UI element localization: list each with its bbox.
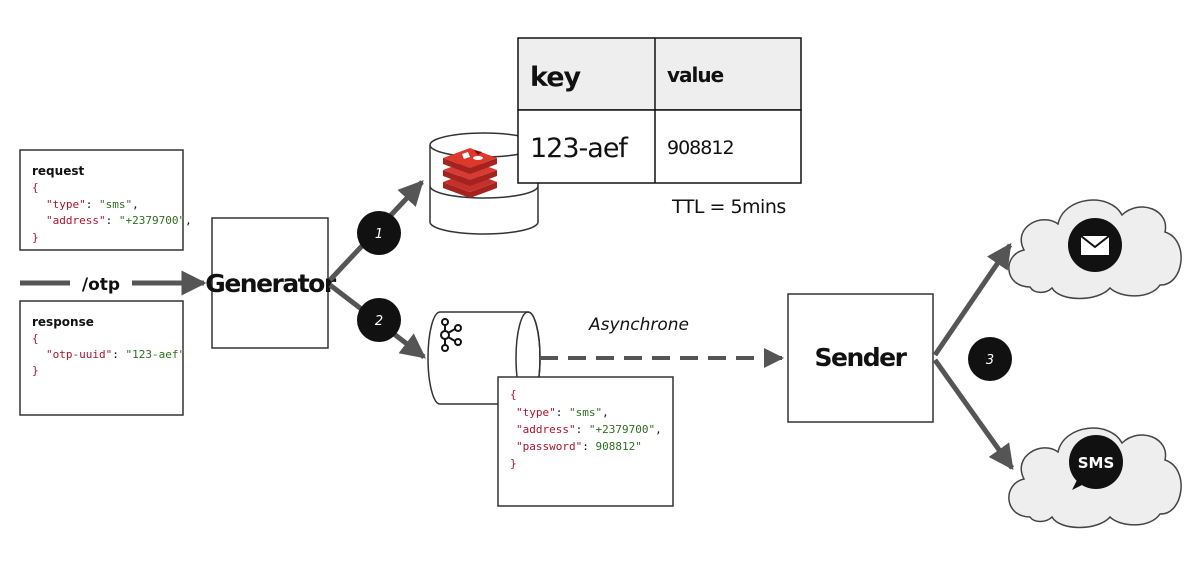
message-line-address: "address": "+2379700", [516,423,662,436]
generator-label: Generator [205,269,337,298]
step-badge-2: 2 [357,298,401,342]
response-close-brace: } [32,364,39,377]
request-open-brace: { [32,181,39,194]
request-title: request [32,164,84,178]
redis-database [429,132,539,235]
message-line-password: "password": 908812" [516,440,642,453]
sender-node: Sender [787,293,934,423]
sender-to-email-arrow [932,242,1013,357]
sender-label: Sender [815,343,908,372]
otp-endpoint-arrow: /otp [20,270,207,296]
kv-table-header-row [517,37,802,111]
otp-endpoint-label: /otp [82,275,120,295]
request-box: request { "type": "sms", "address": "+23… [19,149,192,251]
sms-cloud: SMS [1008,427,1182,529]
kv-cell-value: 908812 [667,137,734,159]
response-line-uuid: "otp-uuid": "123-aef" [46,348,185,361]
message-close-brace: } [510,457,517,470]
sms-bubble-icon: SMS [1069,435,1123,490]
kv-cell-key: 123-aef [530,133,629,164]
async-label: Asynchrone [588,315,689,335]
async-arrow: Asynchrone [540,315,784,368]
kv-table-data-row [517,109,802,184]
response-open-brace: { [32,332,39,345]
sms-label: SMS [1078,454,1115,472]
redis-logo-icon [443,148,497,198]
response-title: response [32,315,94,329]
envelope-icon [1068,218,1122,272]
step-badge-3: 3 [968,337,1012,381]
message-open-brace: { [510,388,517,401]
request-line-address: "address": "+2379700", [46,214,192,227]
svg-text:3: 3 [986,353,994,368]
svg-text:2: 2 [375,314,383,329]
kv-table: key value 123-aef 908812 [517,37,802,184]
response-box: response { "otp-uuid": "123-aef" } [19,300,185,416]
kv-header-value: value [667,63,724,87]
kv-header-key: key [530,62,582,93]
message-payload-box: { "type": "sms", "address": "+2379700", … [497,376,674,507]
email-cloud [1008,199,1182,300]
request-line-type: "type": "sms", [46,198,139,211]
step-badge-1: 1 [357,211,401,255]
ttl-label: TTL = 5mins [671,196,786,218]
kafka-logo-icon [440,318,462,352]
sender-to-sms-arrow [932,358,1015,471]
request-close-brace: } [32,231,39,244]
svg-text:1: 1 [375,227,383,242]
generator-node: Generator [205,217,338,349]
message-line-type: "type": "sms", [516,406,609,419]
